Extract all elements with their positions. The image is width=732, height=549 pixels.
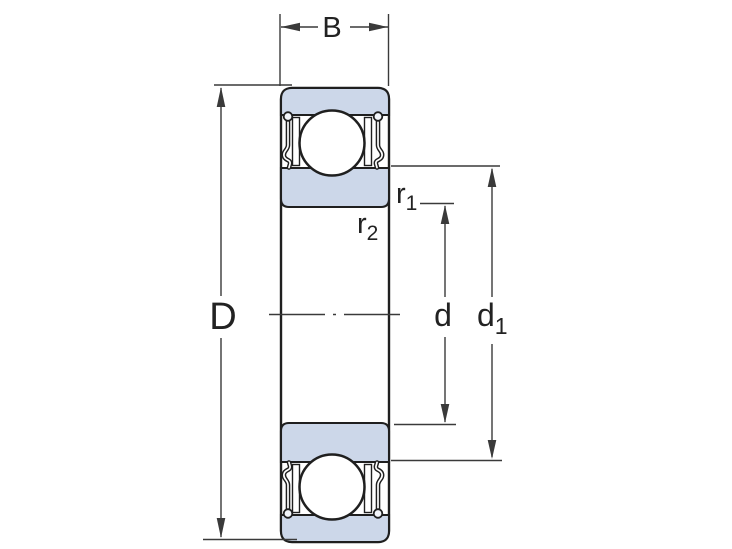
seal-anchor-right-bottom [372,508,384,519]
outer-ring-top [279,86,391,117]
label-D: D [209,296,236,338]
label-d1-sub: 1 [495,313,508,339]
dimension-B: B [279,12,390,86]
ball-bottom [298,453,366,521]
label-r1: r1 [396,178,417,215]
label-r2-main: r [357,208,367,240]
seal-left-bottom-inner [283,461,291,510]
seal-right-top-inner [375,120,383,169]
dimension-d: d [394,202,456,426]
label-B: B [322,12,341,44]
bearing-top-half [279,86,391,209]
label-r1-sub: 1 [406,192,418,215]
bearing-bottom-half [279,421,391,544]
dimension-D: D [203,84,297,541]
arrow-down-icon [440,404,450,423]
outer-ring-bottom [279,513,391,544]
ball-top [298,109,366,177]
seal-left-top-inner [283,120,291,169]
label-r1-main: r [396,178,406,210]
arrow-left-icon [281,22,300,32]
seal-anchor-right-top [372,111,384,122]
inner-ring-bottom [279,421,391,464]
seal-anchor-left-bottom [282,508,294,519]
arrow-down-icon [216,518,226,538]
arrow-up-icon [216,87,226,107]
label-r2: r2 [357,208,378,245]
seal-right-bottom-inner [375,461,383,510]
inner-ring-top [279,166,391,209]
label-d: d [434,297,452,333]
arrow-right-icon [369,22,388,32]
label-r2-sub: 2 [367,222,379,245]
arrow-down-icon [487,440,497,459]
arrow-up-icon [440,205,450,224]
dimension-d1: d1 [391,165,508,462]
label-d1-main: d [477,297,495,333]
label-d1: d1 [477,297,508,339]
seal-anchor-left-top [282,111,294,122]
arrow-up-icon [487,167,497,187]
